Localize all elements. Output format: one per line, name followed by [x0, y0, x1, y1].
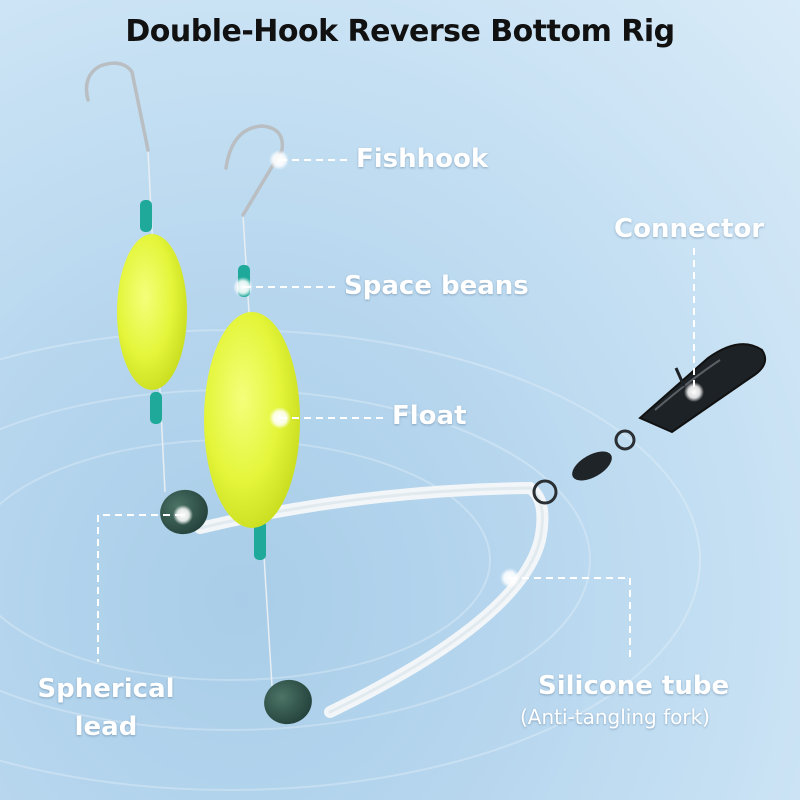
diagram-title: Double-Hook Reverse Bottom Rig	[0, 14, 800, 49]
label-fishhook: Fishhook	[356, 144, 488, 174]
label-silicone-tube-note: (Anti-tangling fork)	[520, 705, 710, 729]
space-bean-left-bottom	[150, 392, 162, 424]
label-silicone-tube: Silicone tube	[538, 671, 729, 701]
fishhook-left	[87, 63, 149, 150]
label-spherical-lead: Spherical lead	[36, 670, 176, 746]
label-spherical-lead-line1: Spherical	[36, 670, 176, 708]
fishhook-right	[226, 126, 282, 215]
label-float: Float	[392, 401, 467, 431]
spherical-lead-right	[259, 675, 317, 730]
float-left	[117, 234, 187, 390]
space-bean-left-top	[140, 200, 152, 232]
connector-swivel	[534, 344, 765, 503]
label-connector: Connector	[614, 214, 764, 244]
label-spherical-lead-line2: lead	[36, 708, 176, 746]
label-space-beans: Space beans	[344, 271, 529, 301]
